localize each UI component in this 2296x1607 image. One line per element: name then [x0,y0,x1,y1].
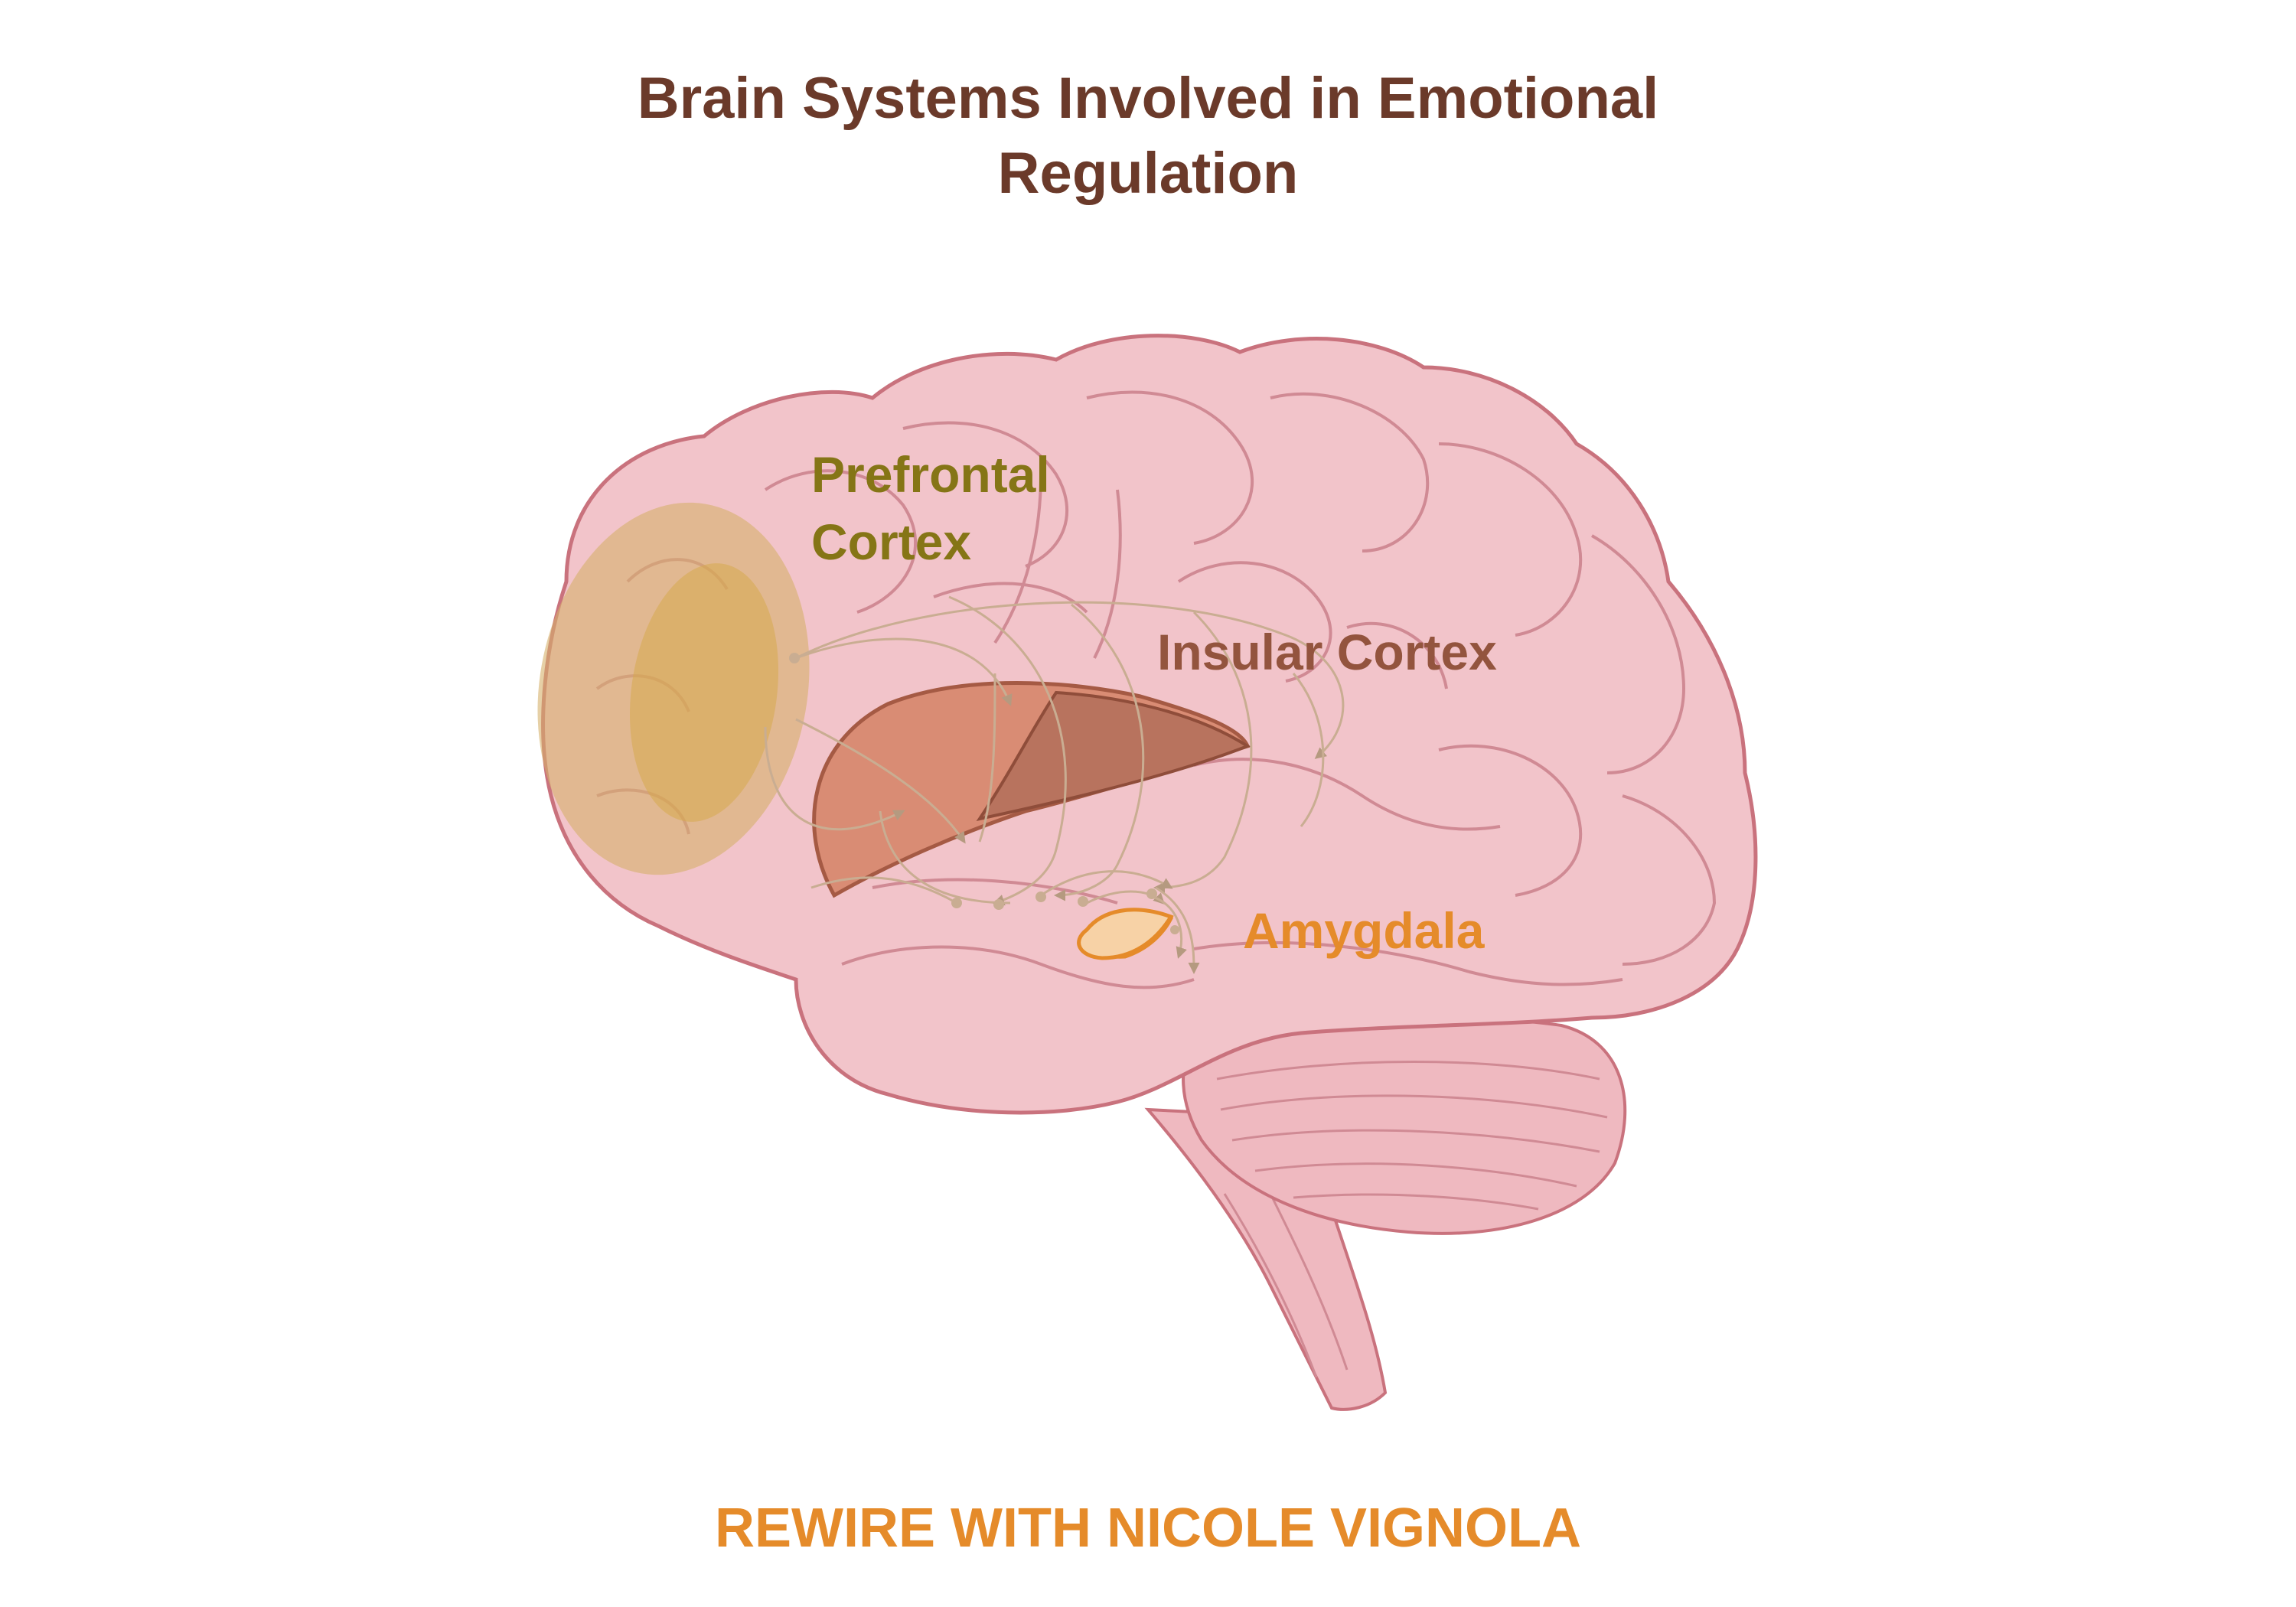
prefrontal-label-line-1: Prefrontal [811,441,1050,508]
prefrontal-label-line-2: Cortex [811,508,1050,575]
prefrontal-cortex-label: Prefrontal Cortex [811,441,1050,575]
amygdala-label: Amygdala [1243,900,1484,961]
credit-text: REWIRE WITH NICOLE VIGNOLA [0,1494,2296,1563]
insular-cortex-label: Insular Cortex [1157,621,1497,683]
